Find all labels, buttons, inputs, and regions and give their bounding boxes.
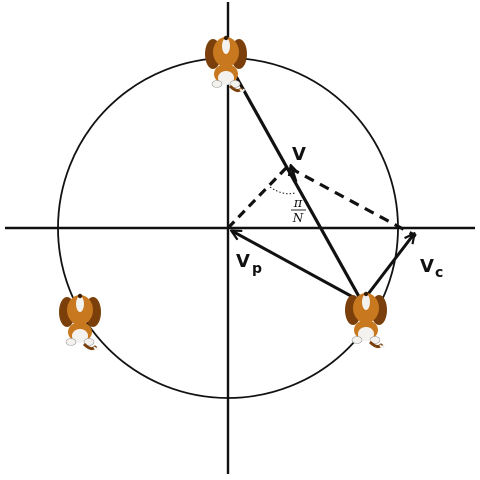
angle-denominator: N <box>292 211 304 225</box>
dashed-line-v-to-vc <box>289 166 417 238</box>
angle-numerator: π <box>293 196 303 211</box>
label-vc: V <box>420 256 434 277</box>
label-v: V <box>292 144 306 165</box>
label-vp: V <box>236 251 250 272</box>
dashed-line-origin-to-v <box>226 164 290 230</box>
label-vp-subscript: p <box>252 261 262 277</box>
vector-vc <box>360 234 414 303</box>
beagle-dog-icon <box>343 290 389 349</box>
beagle-dog-icon <box>57 292 103 351</box>
label-vc-subscript: c <box>435 265 443 281</box>
angle-arc <box>269 186 296 195</box>
vector-vp <box>232 231 363 304</box>
